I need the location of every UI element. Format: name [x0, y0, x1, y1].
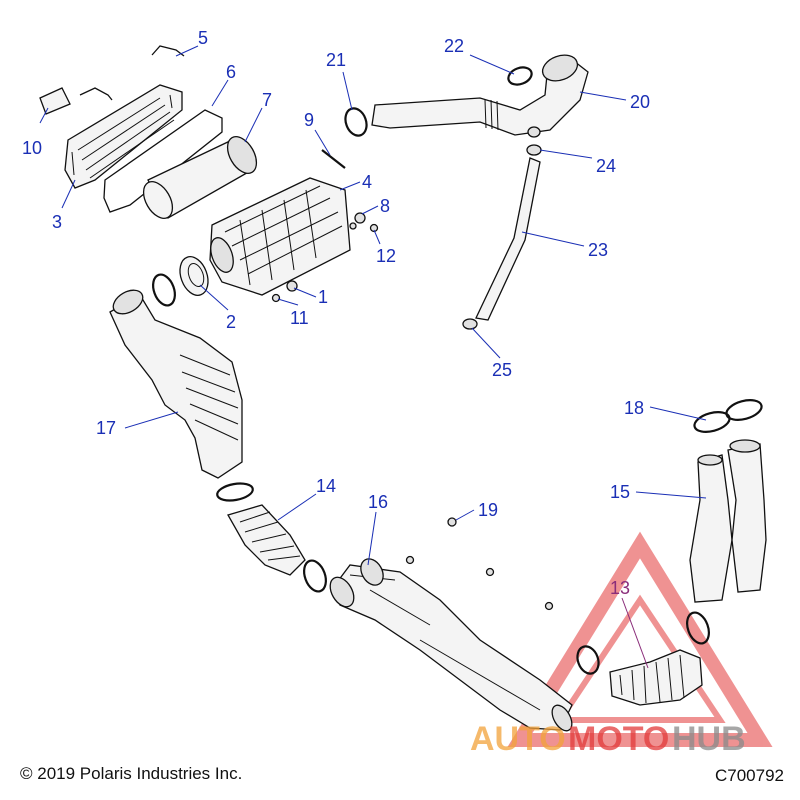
callout-15: 15: [610, 482, 630, 502]
callout-9: 9: [304, 110, 314, 130]
callout-20: 20: [630, 92, 650, 112]
copyright-notice: © 2019 Polaris Industries Inc.: [20, 764, 243, 783]
screw-misc: [349, 222, 357, 230]
clamp-22: [507, 66, 533, 86]
bolt-misc-c: [544, 601, 554, 611]
callout-22: 22: [444, 36, 464, 56]
bellows-13: [609, 649, 703, 706]
callout-2: 2: [226, 312, 236, 332]
clamp-14b: [303, 559, 327, 593]
clamp-13b: [686, 611, 710, 645]
callout-12: 12: [376, 246, 396, 266]
callout-23: 23: [588, 240, 608, 260]
watermark-hub: HUB: [672, 720, 746, 758]
clamp-2a: [152, 273, 176, 307]
bellows-14: [227, 504, 306, 576]
callout-4: 4: [362, 172, 372, 192]
twin-outlet-pipes: [689, 439, 767, 603]
callout-17: 17: [96, 418, 116, 438]
intake-tube: [371, 54, 589, 136]
watermark-auto: AUTO: [470, 720, 566, 758]
airbox-body: [209, 177, 351, 296]
screw-11: [271, 293, 281, 303]
callout-14: 14: [316, 476, 336, 496]
watermark-text: AUTO MOTO HUB: [470, 720, 746, 758]
grommet-1: [286, 280, 298, 292]
callout-21: 21: [326, 50, 346, 70]
fitting-25: [462, 318, 478, 330]
bolt-misc-a: [405, 555, 415, 565]
callout-5: 5: [198, 28, 208, 48]
air-filter: [142, 136, 258, 219]
intake-duct: [109, 289, 243, 479]
callout-labels: 5 6 7 10 3 9 4 8 12 1 11 2 17 14 16 19 1…: [22, 28, 650, 598]
callout-18: 18: [624, 398, 644, 418]
callout-24: 24: [596, 156, 616, 176]
callout-7: 7: [262, 90, 272, 110]
watermark-moto: MOTO: [568, 720, 669, 758]
callout-10: 10: [22, 138, 42, 158]
clamp-18b: [725, 399, 763, 421]
grommet-8: [354, 212, 366, 224]
callout-8: 8: [380, 196, 390, 216]
clamp-21: [344, 107, 368, 137]
fitting-24: [526, 126, 542, 156]
latch-clip-a: [79, 87, 113, 101]
coupler-2b: [179, 256, 209, 296]
callout-6: 6: [226, 62, 236, 82]
y-pipe: [329, 558, 573, 732]
callout-11: 11: [290, 308, 309, 328]
callout-1: 1: [318, 287, 328, 307]
screw-12: [369, 223, 379, 233]
latch-clip-b: [151, 45, 185, 57]
clamp-13a: [576, 645, 600, 675]
callout-3: 3: [52, 212, 62, 232]
diagram-code: C700792: [714, 766, 784, 785]
callout-13: 13: [610, 578, 630, 598]
callout-16: 16: [368, 492, 388, 512]
callout-25: 25: [492, 360, 512, 380]
strap: [321, 149, 346, 169]
leader-lines: [39, 45, 707, 669]
clamp-14a: [216, 482, 254, 502]
label-plate: [39, 87, 71, 115]
callout-19: 19: [478, 500, 498, 520]
bolt-misc-b: [485, 567, 495, 577]
hose-23: [475, 157, 541, 321]
bolt-19: [447, 517, 457, 527]
airbox-cover: [64, 84, 183, 189]
